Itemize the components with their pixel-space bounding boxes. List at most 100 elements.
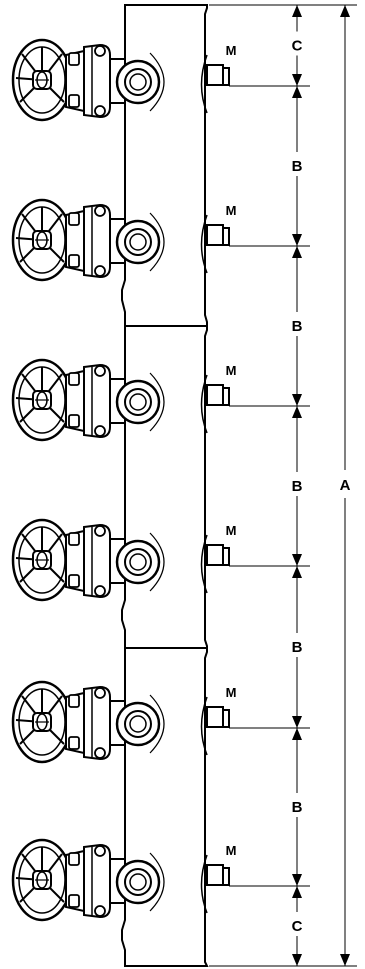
manifold-body (121, 4, 209, 967)
arrow-head (292, 234, 302, 246)
outlet-label-m: M (226, 523, 237, 538)
outlet-label-m: M (226, 43, 237, 58)
flange-stud (94, 265, 106, 277)
flange-stud (94, 845, 106, 857)
port-inner (129, 233, 147, 251)
bonnet-bolt (68, 852, 80, 866)
bonnet-bolt (68, 694, 80, 708)
outlet-tip (222, 547, 230, 566)
arrow-head (292, 874, 302, 886)
outlet-curve (200, 374, 208, 434)
arrow-head (292, 566, 302, 578)
dimension-label-c: C (292, 918, 303, 935)
arrow-head (292, 86, 302, 98)
bonnet-bolt (68, 574, 80, 588)
bonnet-bolt (68, 532, 80, 546)
arrow-head (292, 886, 302, 898)
outlet-tip (222, 387, 230, 406)
outlet-tip (222, 67, 230, 86)
outlet-boss (206, 544, 224, 566)
bonnet-bolt (68, 212, 80, 226)
bonnet-bolt (68, 94, 80, 108)
flange-stud (94, 205, 106, 217)
port-inner (129, 873, 147, 891)
outlet-tip (222, 867, 230, 886)
arrow-head (292, 554, 302, 566)
arrow-head (340, 5, 350, 17)
dimension-label-b: B (292, 158, 303, 175)
port-shading-arc (149, 52, 165, 112)
outlet-tip (222, 709, 230, 728)
port-inner (129, 73, 147, 91)
arrow-head (292, 954, 302, 966)
port-shading-arc (149, 372, 165, 432)
manifold-block-top (121, 4, 208, 327)
outlet-label-m: M (226, 685, 237, 700)
outlet-boss (206, 864, 224, 886)
manifold-block-middle (121, 325, 208, 649)
port-shading-arc (149, 212, 165, 272)
valve-assembly (11, 518, 310, 602)
arrow-head (292, 74, 302, 86)
dimension-label-b: B (292, 799, 303, 816)
flange-stud (94, 425, 106, 437)
port-inner (129, 393, 147, 411)
dimension-label-b: B (292, 478, 303, 495)
valve-body (83, 43, 111, 119)
outlet-boss (206, 64, 224, 86)
valve-assembly (11, 838, 310, 922)
outlet-label-m: M (226, 203, 237, 218)
arrow-head (292, 716, 302, 728)
flange-stud (94, 585, 106, 597)
bonnet-bolt (68, 52, 80, 66)
dimension-label-c: C (292, 38, 303, 55)
port-inner (129, 553, 147, 571)
flange-stud (94, 45, 106, 57)
port-shading-arc (149, 532, 165, 592)
valve-body (83, 843, 111, 919)
outlet-boss (206, 384, 224, 406)
flange-stud (94, 905, 106, 917)
outlet-curve (200, 214, 208, 274)
flange-stud (94, 687, 106, 699)
arrow-head (292, 728, 302, 740)
valve-assembly (11, 198, 310, 282)
dimension-label-b: B (292, 639, 303, 656)
port-inner (129, 715, 147, 733)
outlet-label-m: M (226, 843, 237, 858)
valve-assembly (11, 680, 310, 764)
valve-assembly (11, 38, 310, 122)
bonnet-bolt (68, 894, 80, 908)
bonnet-bolt (68, 736, 80, 750)
arrow-head (292, 246, 302, 258)
outlet-boss (206, 224, 224, 246)
port-shading-arc (149, 852, 165, 912)
valve-body (83, 203, 111, 279)
flange-stud (94, 365, 106, 377)
flange-stud (94, 105, 106, 117)
dimension-label-a: A (340, 477, 351, 494)
port-shading-arc (149, 694, 165, 754)
valve-assembly (11, 358, 310, 442)
flange-stud (94, 747, 106, 759)
flange-stud (94, 525, 106, 537)
outlet-curve (200, 54, 208, 114)
outlet-curve (200, 696, 208, 756)
bonnet-bolt (68, 254, 80, 268)
arrow-head (292, 5, 302, 17)
bonnet-bolt (68, 414, 80, 428)
valve-body (83, 685, 111, 761)
outlet-label-m: M (226, 363, 237, 378)
dimension-label-b: B (292, 318, 303, 335)
outlet-curve (200, 534, 208, 594)
arrow-head (340, 954, 350, 966)
arrow-head (292, 406, 302, 418)
outlet-tip (222, 227, 230, 246)
manifold-block-bottom (121, 647, 209, 967)
valve-body (83, 363, 111, 439)
outlet-boss (206, 706, 224, 728)
outlet-curve (200, 854, 208, 914)
valve-body (83, 523, 111, 599)
